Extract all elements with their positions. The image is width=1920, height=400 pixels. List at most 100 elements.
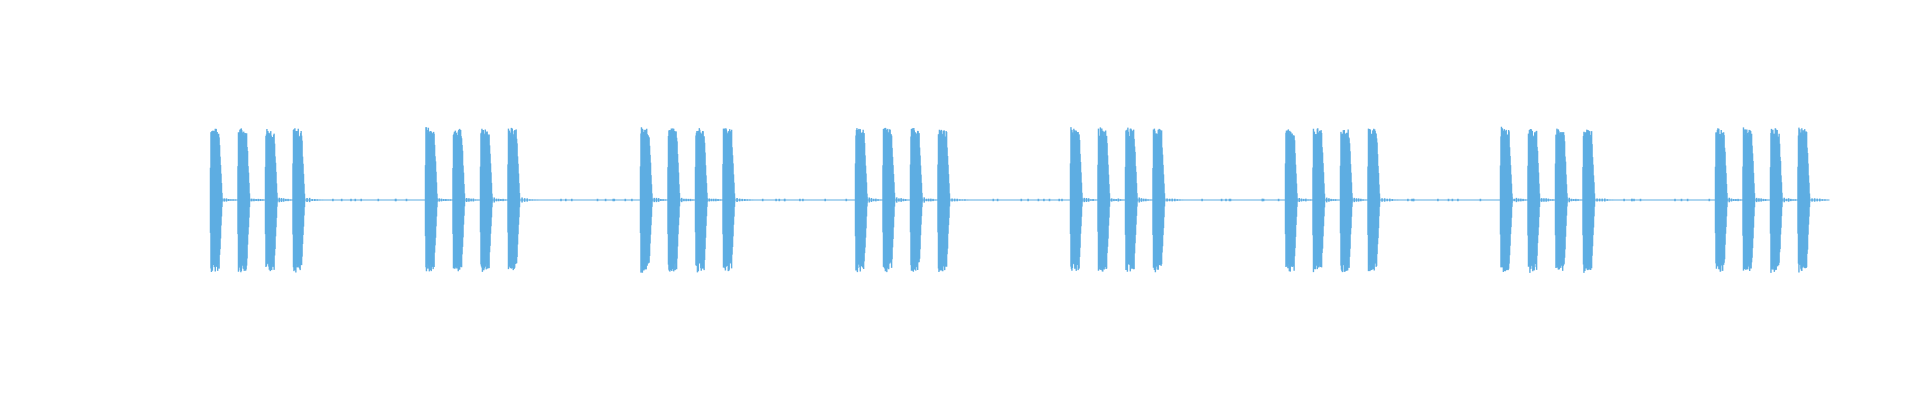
- waveform-burst: [1284, 129, 1298, 272]
- waveform-noise-dot: [775, 198, 777, 202]
- waveform-noise-dot: [1407, 198, 1409, 202]
- waveform-noise-dot: [624, 198, 627, 202]
- waveform-noise-dot: [1631, 198, 1633, 202]
- waveform-burst-tail: [921, 197, 939, 203]
- waveform-burst: [1367, 128, 1381, 272]
- waveform-burst: [1312, 128, 1326, 273]
- waveform-burst-tail: [706, 198, 724, 202]
- waveform-burst-tail: [1566, 197, 1584, 203]
- waveform-noise-dot: [596, 198, 599, 202]
- waveform-noise-dot: [1058, 198, 1060, 202]
- waveform-noise-dot: [1411, 198, 1413, 202]
- waveform-burst-tail: [893, 197, 911, 203]
- waveform-burst-tail: [678, 197, 696, 203]
- waveform-burst: [1097, 127, 1111, 272]
- waveform-noise-dot: [1225, 198, 1227, 202]
- waveform-noise-dot: [360, 198, 362, 202]
- waveform-noise-dot: [802, 198, 804, 202]
- waveform-noise-dot: [565, 198, 567, 202]
- waveform-noise-dot: [1674, 198, 1676, 202]
- waveform-noise-dot: [613, 198, 616, 202]
- waveform-noise-dot: [1027, 198, 1029, 202]
- waveform-noise-dot: [1228, 198, 1231, 202]
- waveform-burst-tail: [948, 198, 969, 202]
- waveform-burst: [209, 128, 223, 273]
- waveform-noise-dot: [845, 198, 848, 202]
- waveform-burst: [479, 128, 493, 272]
- waveform-burst: [639, 127, 653, 273]
- waveform-burst: [452, 128, 466, 272]
- waveform-burst-tail: [1136, 197, 1154, 203]
- waveform-burst-tail: [1108, 198, 1126, 202]
- waveform-burst: [1339, 129, 1353, 273]
- waveform-noise-dot: [1277, 198, 1280, 202]
- waveform-noise-dot: [1633, 198, 1635, 202]
- waveform-burst-tail: [733, 197, 754, 203]
- waveform-noise-dots: [332, 198, 1711, 202]
- waveform-noise-dot: [824, 198, 826, 202]
- waveform-burst-tail: [1378, 197, 1399, 203]
- waveform-noise-dot: [354, 198, 357, 202]
- waveform-burst: [667, 128, 681, 272]
- waveform-burst: [1582, 129, 1596, 273]
- waveform-noise-dot: [405, 198, 408, 202]
- waveform-burst: [937, 129, 951, 273]
- waveform-burst: [1069, 127, 1083, 271]
- waveform-burst-tail: [463, 198, 481, 202]
- waveform-bursts: [209, 126, 1829, 273]
- waveform-burst-tail: [221, 198, 239, 202]
- waveform-burst-tail: [1781, 197, 1799, 203]
- waveform-noise-dot: [1229, 198, 1232, 202]
- waveform-noise-dot: [1447, 198, 1450, 202]
- waveform-noise-dot: [1061, 198, 1063, 202]
- waveform-burst: [1797, 127, 1811, 273]
- waveform-noise-dot: [1043, 198, 1045, 202]
- waveform-burst-tail: [1726, 197, 1744, 203]
- waveform-burst-tail: [1511, 197, 1529, 203]
- waveform-noise-dot: [604, 198, 607, 202]
- waveform-burst: [292, 128, 306, 273]
- waveform-noise-dot: [350, 198, 352, 202]
- waveform-noise-dot: [778, 198, 781, 202]
- waveform-noise-dot: [1037, 198, 1040, 202]
- waveform-noise-dot: [340, 198, 343, 202]
- waveform-noise-dot: [332, 198, 334, 202]
- waveform-noise-dot: [377, 198, 380, 202]
- waveform-burst-tail: [1323, 197, 1341, 203]
- waveform-burst-tail: [436, 197, 454, 203]
- waveform-noise-dot: [560, 198, 562, 202]
- waveform-noise-dot: [761, 198, 764, 202]
- waveform-burst: [507, 127, 521, 271]
- waveform-burst-tail: [1808, 197, 1829, 203]
- waveform-noise-dot: [1412, 198, 1415, 202]
- waveform-burst-tail: [1296, 198, 1314, 202]
- waveform-burst: [1554, 128, 1568, 271]
- waveform-burst-tail: [1593, 198, 1614, 202]
- waveform-noise-dot: [996, 198, 999, 202]
- waveform-burst-tail: [1753, 197, 1771, 203]
- waveform-noise-dot: [1261, 198, 1264, 202]
- waveform-noise-dot: [571, 198, 573, 202]
- waveform-noise-dot: [1262, 198, 1265, 202]
- waveform-burst-tail: [1351, 197, 1369, 203]
- waveform-burst: [909, 128, 923, 272]
- waveform-burst-tail: [491, 197, 509, 203]
- waveform-burst-tail: [248, 198, 266, 202]
- waveform-burst: [882, 127, 896, 273]
- waveform-noise-dot: [1639, 198, 1642, 202]
- waveform-burst-tail: [303, 197, 324, 203]
- waveform-burst: [1527, 128, 1541, 273]
- waveform-noise-dot: [992, 198, 995, 202]
- waveform-burst-tail: [1538, 198, 1556, 202]
- waveform-noise-dot: [1686, 198, 1689, 202]
- waveform-burst: [1742, 127, 1756, 271]
- waveform-burst: [1714, 128, 1728, 272]
- waveform-noise-dot: [1201, 198, 1203, 202]
- waveform-burst: [854, 128, 868, 273]
- waveform-burst: [1152, 128, 1166, 273]
- waveform-noise-dot: [395, 198, 397, 202]
- waveform-noise-dot: [1437, 198, 1439, 202]
- waveform-noise-dot: [1623, 198, 1625, 202]
